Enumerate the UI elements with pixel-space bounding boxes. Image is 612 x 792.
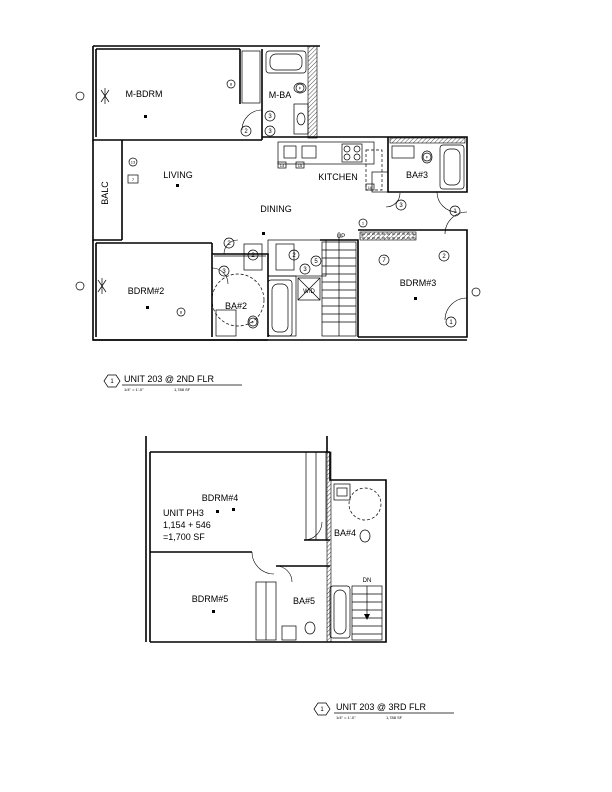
tag-5-laundry: 5 [314,259,318,265]
tag-1-bdrm3-top: 1 [362,221,365,226]
room-label-ba4: BA#4 [334,528,356,538]
room-label-balc: BALC [100,181,110,205]
tag-2-bdrm3: 2 [442,254,446,260]
unit-info-line3: =1,700 SF [163,532,205,542]
caption-2nd-number: 1 [110,379,114,385]
tag-7-living: 7 [132,177,135,182]
tag-2-closet-b: 2 [292,253,296,259]
room-label-bdrm2: BDRM#2 [128,286,165,296]
tag-2-closet: 2 [251,253,255,259]
third-floor-doors [251,521,323,583]
tag-f-ba3: F [426,155,429,160]
tag-3-mba-door: 3 [268,114,272,120]
window-markers [75,88,481,297]
tag-f-mba: F [299,86,302,91]
room-label-ba5: BA#5 [293,596,315,606]
tag-8-mbdrm: 8 [230,82,233,87]
second-floor-tags: 8 2 3 3 F 13 7 14 15 16 F 3 1 1 2 2 2 5 … [127,79,461,328]
label-stair-up: UP [337,234,345,240]
tag-15-kitchen: 15 [298,163,303,168]
caption-3rd-sub: 1,788 SF [386,715,403,720]
caption-2nd-title: UNIT 203 @ 2ND FLR [124,374,214,384]
unit-info-line2: 1,154 + 546 [163,520,211,530]
tag-14-kitchen: 14 [280,163,285,168]
caption-2nd-floor: 1 UNIT 203 @ 2ND FLR 1/4" = 1'-0" 1,788 … [103,374,242,392]
room-label-bdrm4: BDRM#4 [202,493,239,503]
third-floor-plan: BDRM#4 UNIT PH3 1,154 + 546 =1,700 SF BD… [145,436,454,720]
label-stair-dn: DN [363,578,372,584]
tag-8-bdrm2: 8 [180,310,183,315]
second-floor-doors [211,109,468,321]
tag-1-ba3: 1 [453,209,457,215]
tag-2-hall: 2 [227,241,231,247]
room-label-dining: DINING [260,204,292,214]
room-label-m-bdrm: M-BDRM [126,89,163,99]
second-floor-labels: M-BDRM M-BA LIVING BALC DINING KITCHEN B… [100,89,436,311]
room-label-living: LIVING [163,170,193,180]
third-floor-labels: BDRM#4 UNIT PH3 1,154 + 546 =1,700 SF BD… [163,493,371,613]
caption-2nd-scale: 1/4" = 1'-0" [124,387,144,392]
second-floor-stair [321,232,357,337]
second-floor-plan: 8 2 3 3 F 13 7 14 15 16 F 3 1 1 2 2 2 5 … [75,45,481,392]
unit-info-line1: UNIT PH3 [163,508,204,518]
third-floor-walls [145,436,387,643]
label-wd: W/D [303,289,315,295]
tag-3-mba: 3 [268,129,272,135]
caption-2nd-sub: 1,788 SF [174,387,191,392]
room-label-ba3: BA#3 [406,170,428,180]
caption-3rd-scale: 1/4" = 1'-0" [336,715,356,720]
room-label-kitchen: KITCHEN [318,172,358,182]
tag-13-living: 13 [131,160,136,165]
room-label-bdrm5: BDRM#5 [192,594,229,604]
tag-3-ba2: 3 [222,269,226,275]
room-label-bdrm3: BDRM#3 [400,278,437,288]
tag-7-bdrm3: 7 [382,258,386,264]
tag-16-kitchen: 16 [368,185,373,190]
room-label-m-ba: M-BA [269,90,292,100]
tag-1-bdrm3: 1 [449,320,453,326]
tag-f-ba2: F [252,320,255,325]
third-floor-fixtures [281,483,383,641]
caption-3rd-title: UNIT 203 @ 3RD FLR [336,702,426,712]
second-floor-fixtures [211,50,465,337]
caption-3rd-floor: 1 UNIT 203 @ 3RD FLR 1/4" = 1'-0" 1,788 … [313,702,454,720]
tag-3-laundry: 3 [303,267,307,273]
tag-3-ba3: 3 [399,203,403,209]
caption-3rd-number: 1 [320,707,324,713]
tag-2-mbdrm: 2 [244,129,248,135]
room-label-ba2: BA#2 [225,301,247,311]
